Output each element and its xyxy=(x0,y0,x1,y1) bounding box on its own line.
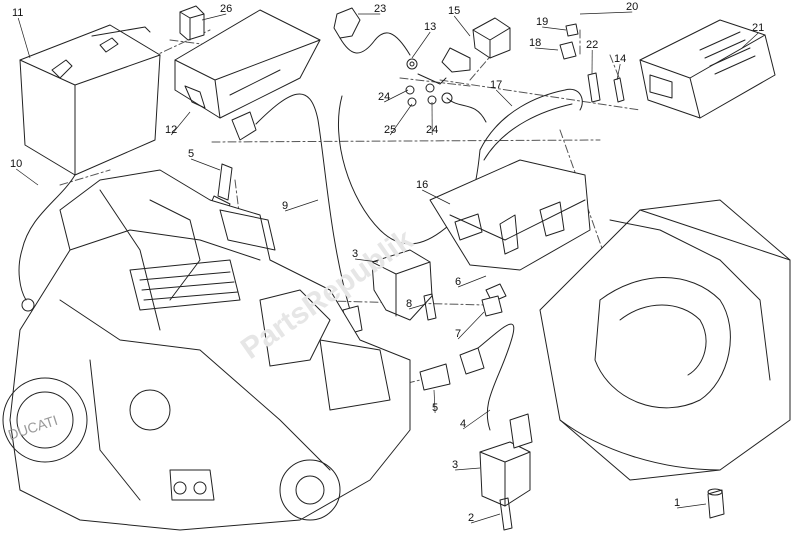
callout-label-c21: 21 xyxy=(752,22,764,34)
callout-label-c19: 19 xyxy=(536,16,548,28)
screws-upper xyxy=(587,72,625,103)
callout-label-c5a: 5 xyxy=(188,148,194,160)
callout-label-c4: 4 xyxy=(460,418,466,430)
engine-block xyxy=(2,169,411,531)
callout-label-c26: 26 xyxy=(220,3,232,15)
ground-cable xyxy=(18,174,76,312)
callout-label-c24b: 24 xyxy=(426,124,438,136)
callout-leader-c14 xyxy=(616,63,621,81)
callout-label-c25: 25 xyxy=(384,124,396,136)
callout-leader-c1 xyxy=(677,503,707,509)
callout-leader-c13 xyxy=(411,31,431,59)
ignition-coil-lower xyxy=(479,413,533,507)
callout-label-c6: 6 xyxy=(455,276,461,288)
callout-leader-c2 xyxy=(470,513,501,524)
callout-label-c1: 1 xyxy=(674,497,680,509)
callout-label-c16: 16 xyxy=(416,179,428,191)
callout-label-c7: 7 xyxy=(455,328,461,340)
callout-label-c15: 15 xyxy=(448,5,460,17)
callout-label-c20: 20 xyxy=(626,1,638,13)
callout-leader-c24a xyxy=(384,89,409,103)
callout-label-c3b: 3 xyxy=(452,459,458,471)
terminal-cover xyxy=(179,5,205,41)
engine-control-unit xyxy=(639,19,776,119)
callout-leader-c5b xyxy=(433,389,436,414)
callout-leader-c6 xyxy=(457,275,487,288)
callout-label-c18: 18 xyxy=(529,37,541,49)
callout-label-c22: 22 xyxy=(586,39,598,51)
callout-leader-c11 xyxy=(17,17,31,59)
terminal-fasteners xyxy=(405,58,487,123)
callout-leader-c12 xyxy=(170,111,191,136)
callout-leader-c26 xyxy=(201,13,227,21)
callout-leader-c7 xyxy=(457,311,485,340)
screw-2 xyxy=(499,497,513,531)
callout-leader-c21 xyxy=(741,32,759,49)
battery xyxy=(19,24,161,176)
callout-label-c5b: 5 xyxy=(432,402,438,414)
callout-label-c23: 23 xyxy=(374,3,386,15)
callout-leader-c3a xyxy=(355,258,379,263)
spacer-1 xyxy=(707,488,725,519)
callout-leader-c25 xyxy=(389,103,413,136)
callout-label-c14: 14 xyxy=(614,53,626,65)
callout-leader-c5a xyxy=(190,158,221,171)
rubber-mounts xyxy=(559,23,579,60)
screw-8 xyxy=(423,293,437,321)
callout-leaders xyxy=(15,11,759,524)
callout-label-c9: 9 xyxy=(282,200,288,212)
grommets xyxy=(481,283,507,317)
callout-label-c2: 2 xyxy=(468,512,474,524)
callout-label-c3a: 3 xyxy=(352,248,358,260)
cable-cap-23 xyxy=(333,7,411,56)
callout-leader-c17 xyxy=(495,89,513,107)
callout-leader-c8 xyxy=(409,303,427,310)
callout-label-c11: 11 xyxy=(12,7,23,19)
callout-label-c12: 12 xyxy=(165,124,177,136)
airbox xyxy=(539,199,791,481)
callout-label-c24a: 24 xyxy=(378,91,390,103)
callout-leader-c19 xyxy=(542,26,567,31)
callout-label-c13: 13 xyxy=(424,21,436,33)
callout-label-c8: 8 xyxy=(406,298,412,310)
callout-leader-c9 xyxy=(284,199,319,212)
callout-leader-c18 xyxy=(535,47,559,51)
coil-bracket xyxy=(429,159,591,271)
callout-leader-c4 xyxy=(462,409,491,430)
callout-leader-c3b xyxy=(455,467,481,471)
battery-tray xyxy=(174,9,321,119)
callout-leader-c16 xyxy=(422,189,451,205)
ignition-coil-upper xyxy=(371,249,433,321)
callout-label-c17: 17 xyxy=(490,79,502,91)
callout-label-c10: 10 xyxy=(10,158,22,170)
callout-leader-c20 xyxy=(579,11,633,15)
starter-relay xyxy=(441,17,511,73)
ht-lead-lower xyxy=(419,323,515,431)
callout-leader-c15 xyxy=(453,15,471,37)
callout-leader-c10 xyxy=(15,168,39,186)
